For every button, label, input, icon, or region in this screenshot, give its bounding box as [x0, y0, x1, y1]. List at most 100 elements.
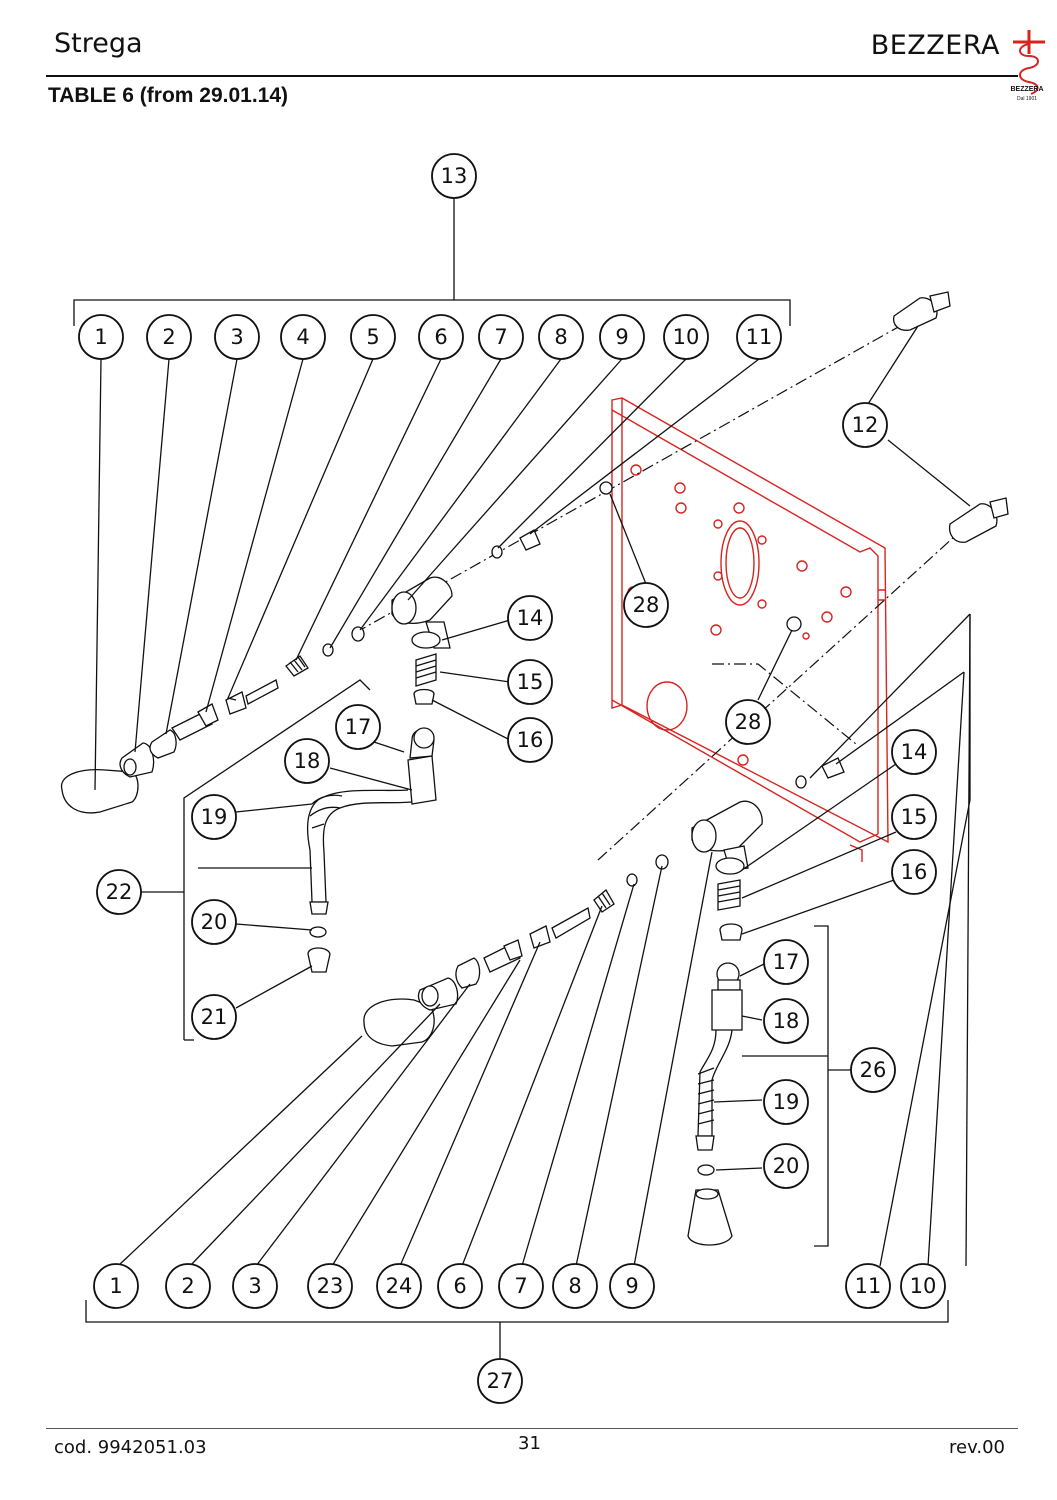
callout-11-bottom: 11	[845, 1263, 891, 1309]
callout-27: 27	[477, 1358, 523, 1404]
revision: rev.00	[949, 1437, 1005, 1458]
parts-lower	[363, 757, 845, 1047]
svg-text:20: 20	[773, 1154, 800, 1178]
callout-9-bottom: 9	[609, 1263, 655, 1309]
svg-text:17: 17	[345, 715, 372, 739]
svg-text:9: 9	[625, 1274, 638, 1298]
callout-18-upper: 18	[284, 738, 330, 784]
svg-text:21: 21	[201, 1005, 228, 1029]
footer-rule	[46, 1428, 1018, 1429]
svg-text:2: 2	[181, 1274, 194, 1298]
svg-text:16: 16	[901, 860, 928, 884]
washer-7a	[351, 626, 365, 642]
svg-text:18: 18	[773, 1009, 800, 1033]
callout-8-bottom: 8	[552, 1263, 598, 1309]
cap-16a	[413, 688, 435, 705]
svg-text:11: 11	[855, 1274, 882, 1298]
callout-14-upper: 14	[507, 595, 553, 641]
svg-text:4: 4	[296, 325, 309, 349]
callout-18-lower: 18	[763, 998, 809, 1044]
fitting-12a	[892, 297, 938, 331]
svg-text:20: 20	[201, 910, 228, 934]
svg-text:6: 6	[453, 1274, 466, 1298]
knob-1b	[363, 998, 435, 1047]
callout-3-bottom: 3	[232, 1263, 278, 1309]
callout-28-a: 28	[623, 582, 669, 628]
chassis-panel	[611, 397, 889, 862]
callout-14-lower: 14	[891, 729, 937, 775]
table-title: TABLE 6 (from 29.01.14)	[48, 84, 289, 107]
callout-7-top: 7	[478, 314, 524, 360]
svg-text:3: 3	[230, 325, 243, 349]
washer-7b	[626, 873, 638, 887]
document-code: cod. 9942051.03	[54, 1437, 207, 1458]
svg-text:28: 28	[735, 710, 762, 734]
callout-28-b: 28	[725, 699, 771, 745]
callout-24: 24	[376, 1263, 422, 1309]
page-number: 31	[518, 1433, 541, 1454]
nut-upper	[519, 529, 541, 551]
collar-24	[529, 925, 551, 949]
callout-4-top: 4	[280, 314, 326, 360]
callout-16-lower: 16	[891, 849, 937, 895]
svg-text:15: 15	[517, 670, 544, 694]
callout-23: 23	[307, 1263, 353, 1309]
spring-5a	[285, 655, 309, 677]
callout-7-bottom: 7	[498, 1263, 544, 1309]
steam-wand-lower	[687, 962, 743, 1246]
callout-3-top: 3	[214, 314, 260, 360]
logo-caption: BEZZERA	[1010, 86, 1044, 93]
parts-upper	[61, 291, 1009, 814]
svg-text:15: 15	[901, 805, 928, 829]
svg-text:10: 10	[910, 1274, 937, 1298]
callout-20-upper: 20	[191, 899, 237, 945]
svg-text:17: 17	[773, 950, 800, 974]
svg-text:11: 11	[746, 325, 773, 349]
svg-text:22: 22	[106, 880, 133, 904]
oring-28b	[786, 616, 802, 632]
callout-26: 26	[850, 1047, 896, 1093]
washer-10b	[795, 775, 807, 789]
svg-text:1: 1	[94, 325, 107, 349]
cap-16b	[719, 923, 743, 941]
svg-text:24: 24	[386, 1274, 413, 1298]
callout-15-upper: 15	[507, 659, 553, 705]
svg-text:7: 7	[514, 1274, 527, 1298]
callout-13: 13	[431, 153, 477, 199]
callout-2-bottom: 2	[165, 1263, 211, 1309]
svg-text:2: 2	[162, 325, 175, 349]
header-rule	[46, 75, 1018, 77]
svg-text:9: 9	[615, 325, 628, 349]
svg-text:14: 14	[517, 606, 544, 630]
callout-15-lower: 15	[891, 794, 937, 840]
callout-21: 21	[191, 994, 237, 1040]
bezzera-logo-icon	[1013, 30, 1045, 95]
leader-lines	[73, 198, 971, 1360]
spring-6b	[593, 889, 615, 913]
callout-17-lower: 17	[763, 939, 809, 985]
callout-1-bottom: 1	[93, 1263, 139, 1309]
spring-15a	[415, 653, 437, 687]
svg-text:12: 12	[852, 413, 879, 437]
callout-12: 12	[842, 402, 888, 448]
callout-2-top: 2	[146, 314, 192, 360]
svg-text:1: 1	[109, 1274, 122, 1298]
svg-text:8: 8	[554, 325, 567, 349]
oring-28a	[599, 481, 613, 495]
logo-since: Dal 1901	[1016, 96, 1037, 102]
callout-19-upper: 19	[191, 794, 237, 840]
callout-5-top: 5	[350, 314, 396, 360]
callout-19-lower: 19	[763, 1079, 809, 1125]
callout-6-bottom: 6	[437, 1263, 483, 1309]
svg-text:19: 19	[773, 1090, 800, 1114]
callout-11-top: 11	[736, 314, 782, 360]
svg-text:10: 10	[673, 325, 700, 349]
svg-text:7: 7	[494, 325, 507, 349]
brand-name: BEZZERA	[870, 30, 1000, 61]
fitting-12b	[948, 503, 998, 543]
knob-1a	[61, 769, 139, 814]
callout-10-top: 10	[663, 314, 709, 360]
steam-wand-upper	[306, 727, 437, 973]
svg-text:6: 6	[434, 325, 447, 349]
